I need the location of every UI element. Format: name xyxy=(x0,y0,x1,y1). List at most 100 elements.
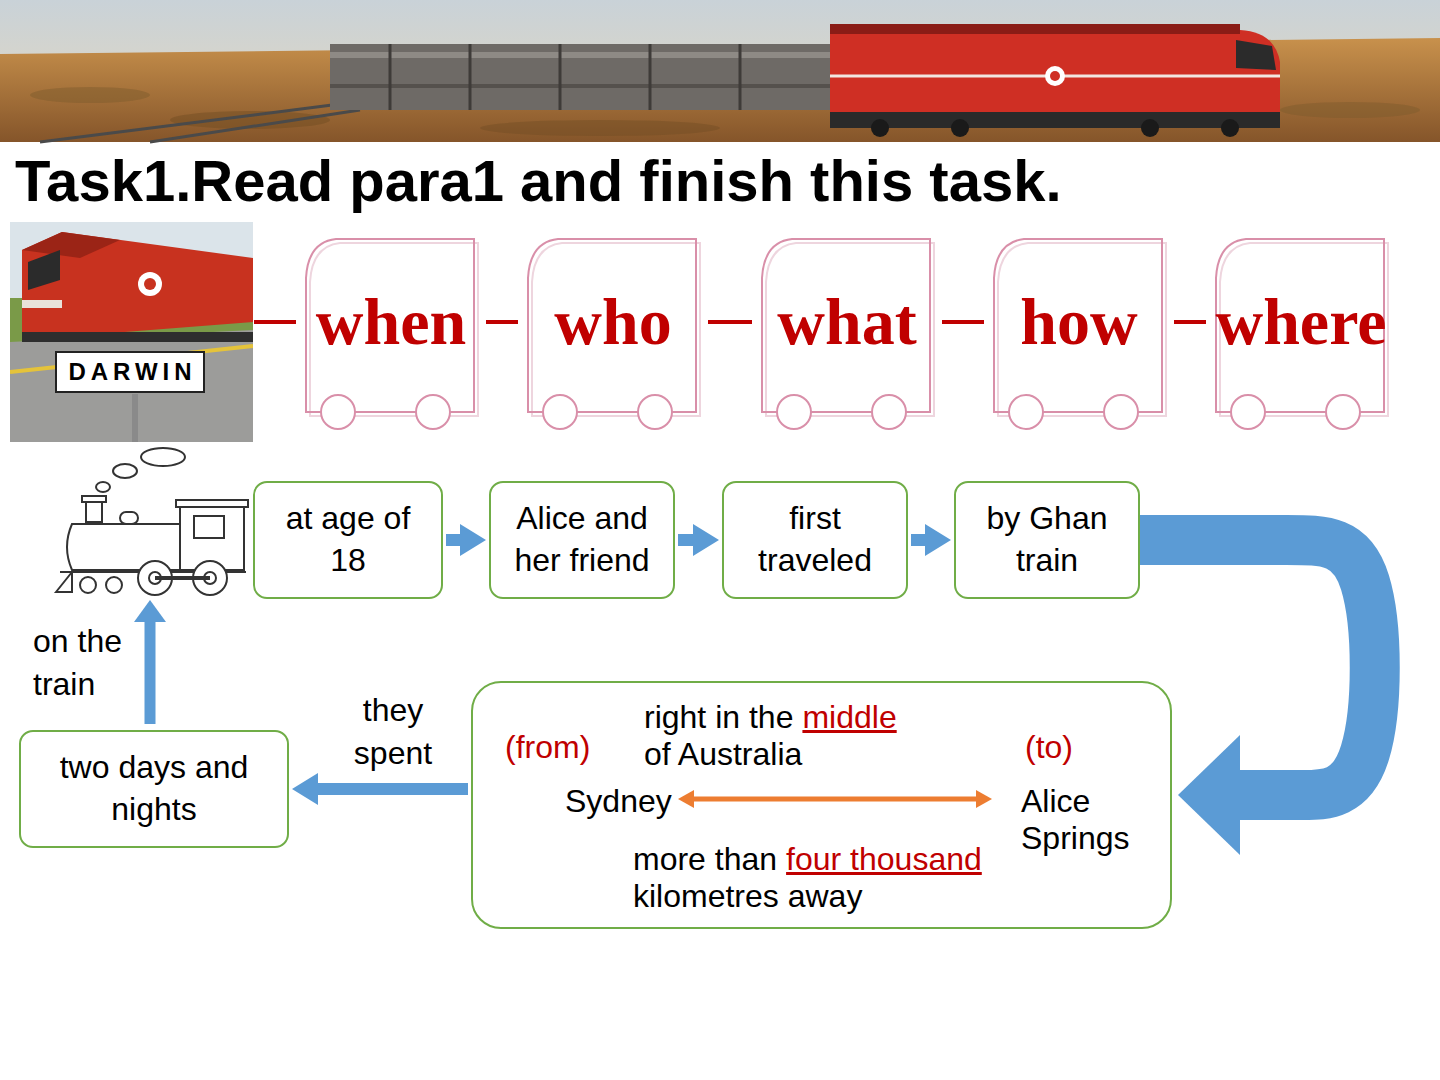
panel-text: more than xyxy=(633,841,777,878)
steam-train-drawing xyxy=(96,482,110,492)
steam-train-drawing xyxy=(106,577,122,593)
question-word: what xyxy=(777,284,916,360)
banner-photo xyxy=(1045,66,1065,86)
truck-outline xyxy=(532,243,700,416)
truck-wheel xyxy=(543,395,577,429)
banner-photo xyxy=(330,44,830,110)
truck-wheel xyxy=(416,395,450,429)
banner-photo xyxy=(871,119,889,137)
route-arrow xyxy=(678,790,992,808)
darwin-photo xyxy=(138,272,162,296)
truck-outline xyxy=(998,243,1166,416)
banner-photo xyxy=(330,84,830,88)
text-group: Sydney xyxy=(565,783,681,820)
darwin-photo xyxy=(22,300,62,308)
question-truck: where xyxy=(1206,234,1396,446)
blank-answer: (to) xyxy=(1025,729,1073,766)
arrow-note: on the train xyxy=(33,620,133,706)
banner-photo xyxy=(0,0,1440,142)
truck-label-holder: what xyxy=(752,284,942,360)
box-text: by Ghan train xyxy=(972,498,1122,581)
truck-wheel xyxy=(872,395,906,429)
banner-photo xyxy=(1050,71,1060,81)
photo-link-line xyxy=(254,320,296,324)
truck-link xyxy=(486,320,518,324)
truck-label-holder: who xyxy=(518,284,708,360)
truck-outline xyxy=(306,239,474,412)
panel-text: kilometres away xyxy=(633,878,862,915)
question-word: when xyxy=(316,284,466,360)
banner-photo xyxy=(1236,40,1276,70)
banner-photo xyxy=(480,120,720,136)
banner-photo xyxy=(30,87,150,103)
darwin-photo xyxy=(22,232,120,258)
banner-photo xyxy=(649,44,652,110)
question-word: how xyxy=(1020,284,1137,360)
darwin-photo xyxy=(22,232,253,340)
panel-text: Alice Springs xyxy=(1021,783,1142,857)
truck-label-holder: where xyxy=(1206,284,1396,360)
darwin-photo xyxy=(22,332,253,342)
steam-train-drawing xyxy=(56,448,248,595)
truck-outline xyxy=(310,243,478,416)
steam-train-drawing xyxy=(120,512,138,524)
banner-photo xyxy=(559,44,562,110)
steam-train-drawing xyxy=(155,576,210,580)
banner-photo xyxy=(389,44,392,110)
steam-train-drawing xyxy=(141,448,185,466)
darwin-photo xyxy=(132,394,138,442)
flow-arrow xyxy=(678,534,693,546)
truck-wheel xyxy=(1326,395,1360,429)
route-arrow xyxy=(692,797,978,802)
question-truck: what xyxy=(752,234,942,446)
box-text: first traveled xyxy=(740,498,890,581)
slide-title: Task1.Read para1 and finish this task. xyxy=(15,148,1062,215)
steam-train-drawing xyxy=(80,577,96,593)
photo-link-line xyxy=(254,322,296,323)
up-arrow xyxy=(134,600,166,622)
question-truck: when xyxy=(296,234,486,446)
u-turn-arrow xyxy=(1140,540,1375,795)
steam-train-drawing xyxy=(56,572,72,592)
truck-wheel xyxy=(638,395,672,429)
flow-box: at age of 18 xyxy=(253,481,443,599)
truck-link xyxy=(942,320,984,324)
up-arrow xyxy=(134,600,166,724)
banner-photo xyxy=(830,30,1280,116)
box-text: Alice and her friend xyxy=(507,498,657,581)
truck-outline xyxy=(528,239,696,412)
truck-link xyxy=(1174,320,1206,324)
box-text: at age of 18 xyxy=(271,498,425,581)
question-word: who xyxy=(554,284,671,360)
darwin-photo xyxy=(144,278,156,290)
banner-photo xyxy=(0,0,1440,142)
truck-wheel xyxy=(1104,395,1138,429)
truck-outline xyxy=(994,239,1162,412)
banner-photo xyxy=(951,119,969,137)
darwin-photo xyxy=(28,250,60,290)
truck-outline xyxy=(766,243,934,416)
blank-answer: (from) xyxy=(505,729,590,766)
box-text: two days and nights xyxy=(37,747,271,830)
truck-wheel xyxy=(1231,395,1265,429)
text-group: (from) xyxy=(505,729,599,766)
up-arrow xyxy=(145,620,156,724)
station-sign: DARWIN xyxy=(55,351,205,393)
text-group: Alice Springs xyxy=(1021,783,1151,857)
darwin-photo xyxy=(10,330,253,442)
steam-train-drawing xyxy=(86,500,102,522)
text-group: (to) xyxy=(1025,729,1082,766)
question-truck: how xyxy=(984,234,1174,446)
darwin-photo xyxy=(10,222,253,442)
text-group: more thanfour thousandkilometres away xyxy=(633,841,1013,915)
blank-answer: four thousand xyxy=(786,841,982,878)
flow-arrow xyxy=(446,534,460,546)
banner-photo xyxy=(830,24,1240,34)
banner-photo xyxy=(150,110,360,142)
truck-wheel xyxy=(1009,395,1043,429)
panel-text: right in the xyxy=(644,699,793,736)
flow-arrow xyxy=(318,783,468,795)
darwin-photo xyxy=(10,222,253,442)
edge-label: they spent xyxy=(337,689,449,775)
